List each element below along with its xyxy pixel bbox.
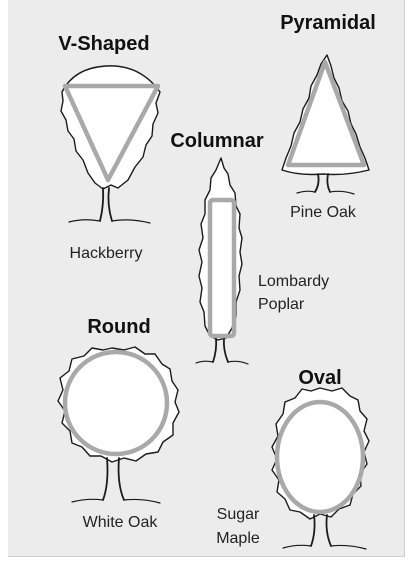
columnar-example-line-1: Lombardy xyxy=(258,273,329,290)
v-shaped-tree-illustration xyxy=(61,66,160,223)
oval-tree-illustration xyxy=(272,388,369,549)
columnar-tree-illustration xyxy=(196,158,248,364)
columnar-title: Columnar xyxy=(170,130,264,152)
oval-example-line-2: Maple xyxy=(216,530,260,547)
oval-title: Oval xyxy=(298,367,341,389)
v-shaped-example: Hackberry xyxy=(70,245,143,262)
pyramidal-title: Pyramidal xyxy=(280,12,376,34)
v-shaped-title: V-Shaped xyxy=(58,33,149,55)
round-tree-illustration xyxy=(58,347,179,503)
pyramidal-example: Pine Oak xyxy=(290,204,357,221)
columnar-example-line-2: Poplar xyxy=(258,296,305,313)
round-title: Round xyxy=(87,316,150,338)
round-example: White Oak xyxy=(83,514,159,531)
pyramidal-tree-illustration xyxy=(282,55,369,194)
oval-example-line-1: Sugar xyxy=(217,506,260,523)
